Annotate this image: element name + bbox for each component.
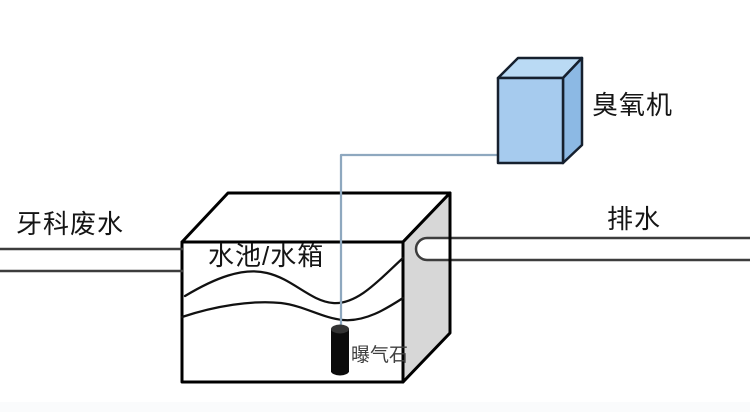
ozone-cube-side-face bbox=[561, 56, 584, 165]
aeration-stone-body bbox=[331, 329, 349, 372]
aeration-stone-top-cap bbox=[331, 324, 349, 334]
outflow-pipe bbox=[414, 236, 750, 262]
water-wave-upper bbox=[183, 256, 405, 305]
inflow-label: 牙科废水 bbox=[16, 209, 125, 239]
water-wave-lower bbox=[180, 296, 405, 322]
aeration-stone-label: 曝气石 bbox=[351, 345, 409, 366]
outflow-pipe-outline bbox=[414, 236, 750, 262]
canvas-bottom-edge bbox=[0, 402, 750, 412]
ozone-cube-front-face bbox=[496, 76, 565, 165]
aeration-stone-bottom-cap bbox=[331, 366, 349, 376]
ozone-machine-label: 臭氧机 bbox=[592, 90, 674, 120]
ozone-machine-cube bbox=[496, 56, 584, 165]
tank-label: 水池/水箱 bbox=[208, 241, 325, 271]
outflow-label: 排水 bbox=[607, 204, 662, 234]
aeration-stone bbox=[331, 324, 349, 376]
tank-front-face bbox=[180, 240, 405, 384]
outflow-pipe-body bbox=[416, 238, 750, 260]
inflow-pipe bbox=[0, 247, 183, 273]
ozone-connector-line bbox=[339, 153, 498, 329]
